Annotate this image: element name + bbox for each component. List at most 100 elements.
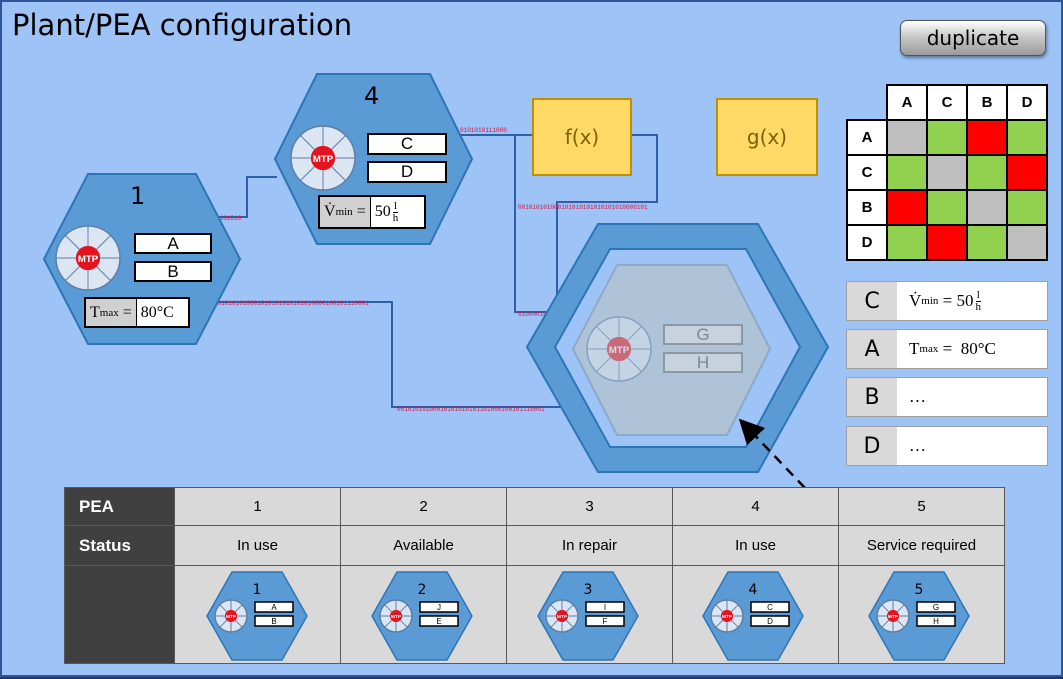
status-cell: In use [174,525,341,566]
param-symbol: T [909,339,920,358]
status-cell: In use [672,525,839,566]
matrix-cell[interactable] [886,154,928,191]
matrix-cell[interactable] [1006,189,1048,226]
fraction-numerator: l [392,199,398,213]
formula-symbol: V̇ [324,203,336,220]
fraction-denominator: h [392,211,399,224]
param-number: 50 [956,291,974,310]
duplicate-pea-slot-h[interactable]: H [663,352,743,373]
param-symbol: V̇ [909,291,922,310]
thumbnail-number: 4 [749,582,758,598]
matrix-cell[interactable] [966,224,1008,261]
matrix-cell[interactable] [886,119,928,156]
param-key: B [847,378,897,416]
matrix-col-header: B [966,84,1008,121]
param-key: D [847,427,897,465]
matrix-col-header: C [926,84,968,121]
duplicate-pea-slot-g[interactable]: G [663,324,743,345]
mtp-wheel-spoke [896,604,905,613]
mtp-wheel-spoke [399,619,408,628]
matrix-cell[interactable] [926,224,968,261]
matrix-cell[interactable] [966,189,1008,226]
pea-4-slot-c[interactable]: C [367,133,447,155]
binary-text-2: 0101010111000 [460,127,507,134]
matrix-cell[interactable] [1006,154,1048,191]
mtp-core [389,609,403,623]
thumbnail-slot-label: I [604,603,606,612]
param-number: 80°C [960,339,996,358]
param-subscript: min [921,295,939,307]
param-equals: = [942,339,953,358]
function-f-box[interactable]: f(x) [532,98,632,176]
function-g-box[interactable]: g(x) [716,98,818,176]
matrix-cell[interactable] [886,224,928,261]
link-1-to-4 [214,176,277,218]
mtp-core [720,609,734,623]
matrix-cell[interactable] [926,189,968,226]
binary-text-1: 0101010 [216,215,242,222]
mtp-wheel-spoke [219,619,228,628]
pea-1-slot-a[interactable]: A [134,233,212,254]
duplicate-button[interactable]: duplicate [900,20,1046,56]
row-header-thumbnail [64,565,175,664]
thumbnail-slot-label: J [437,603,441,612]
formula-number: 50 [374,203,391,220]
formula-lhs: V̇min = [320,197,371,227]
mtp-wheel-spoke [384,619,393,628]
formula-symbol: T [90,303,100,321]
matrix-cell[interactable] [926,119,968,156]
param-value: … [897,427,1047,465]
thumbnail-slot-label: D [767,617,773,626]
mtp-wheel-spoke [234,604,243,613]
mtp-wheel-spoke [234,619,243,628]
matrix-cell[interactable] [886,189,928,226]
duplicate-pea-hexagon[interactable] [571,264,772,436]
thumbnail-mtp-icon: MTP [214,599,248,633]
mtp-wheel-spoke [596,357,611,372]
matrix-cell[interactable] [926,154,968,191]
param-value: … [897,378,1047,416]
thumbnail-slot [419,615,459,627]
binary-text-5: 001010101000101010101010101010000101 [518,204,648,211]
pea-id-cell: 4 [672,487,839,526]
thumbnail-slot [585,615,625,627]
matrix-row-header: B [846,189,888,226]
mtp-wheel-spoke [300,166,315,181]
mtp-label: MTP [609,345,630,356]
matrix-cell[interactable] [966,154,1008,191]
thumbnail-slot-label: G [933,603,939,612]
row-header-status: Status [64,525,175,566]
mtp-wheel-spoke [627,326,642,341]
thumbnail-slot [750,615,790,627]
pea-id-cell: 5 [838,487,1005,526]
matrix-row-header: A [846,119,888,156]
thumbnail-mtp-icon: MTP [710,599,744,633]
mtp-wheel-spoke [627,357,642,372]
mtp-wheel-spoke [384,604,393,613]
mtp-label: MTP [313,154,334,165]
param-subscript: max [919,343,939,355]
thumbnail-slot [419,601,459,613]
link-f-to-dup-2 [556,134,658,312]
matrix-cell[interactable] [1006,224,1048,261]
pea-1-slot-b[interactable]: B [134,261,212,282]
matrix-row-header: D [846,224,888,261]
param-row-d[interactable]: D … [846,426,1048,466]
pea-4-slot-d[interactable]: D [367,161,447,183]
thumbnail-number: 3 [584,582,593,598]
matrix-cell[interactable] [1006,119,1048,156]
param-row-b[interactable]: B … [846,377,1048,417]
matrix-cell[interactable] [966,119,1008,156]
